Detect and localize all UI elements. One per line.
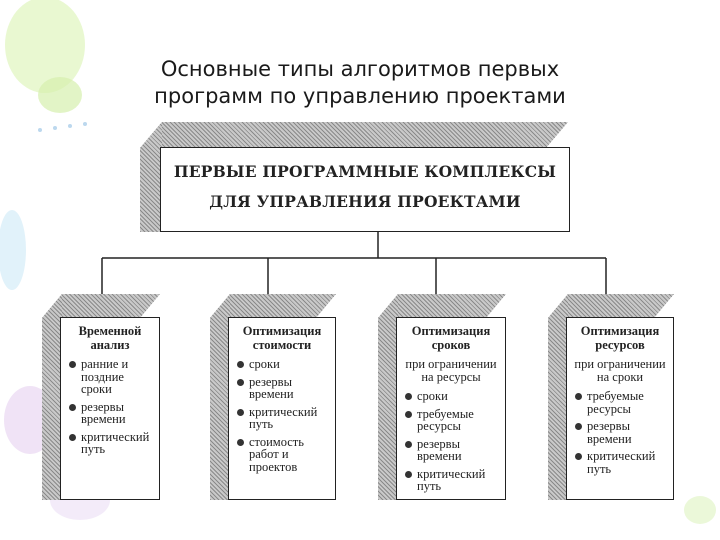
main-box-top: [140, 122, 568, 148]
column-box-front: Оптимизация сроков при ограничении на ре…: [396, 317, 506, 500]
slide-title-line-2: программ по управлению проектами: [154, 84, 566, 108]
list-item: сроки: [236, 358, 332, 371]
column-box-top: [378, 294, 506, 318]
list-item: сроки: [404, 390, 502, 403]
list-item: ранние и поздние сроки: [68, 358, 156, 396]
column-box-front: Оптимизация стоимости сроки резервы врем…: [228, 317, 336, 500]
list-item: критический путь: [574, 450, 670, 475]
column-box-top: [210, 294, 336, 318]
column-box-side: [42, 294, 62, 500]
column-item-list: сроки требуемые ресурсы резервы времени …: [400, 390, 502, 493]
column-item-list: сроки резервы времени критический путь с…: [232, 358, 332, 473]
list-item: критический путь: [236, 405, 332, 431]
list-item: критический путь: [404, 467, 502, 493]
list-item: резервы времени: [68, 400, 156, 426]
column-condition-note: при ограничении на сроки: [574, 357, 666, 384]
list-item: резервы времени: [236, 375, 332, 401]
main-box-side: [140, 122, 162, 232]
main-box-line-1: ПЕРВЫЕ ПРОГРАММНЫЕ КОМПЛЕКСЫ: [173, 162, 557, 181]
list-item: стоимость работ и проектов: [236, 435, 332, 474]
slide-title-line-1: Основные типы алгоритмов первых: [160, 57, 560, 81]
list-item: критический путь: [68, 430, 156, 456]
main-box-line-2: ДЛЯ УПРАВЛЕНИЯ ПРОЕКТАМИ: [209, 192, 521, 211]
column-item-list: ранние и поздние сроки резервы времени к…: [64, 358, 156, 456]
column-box-side: [378, 294, 398, 500]
slide-title: Основные типы алгоритмов первых программ…: [80, 56, 640, 110]
list-item: требуемые ресурсы: [404, 407, 502, 433]
column-heading: Оптимизация ресурсов: [580, 324, 660, 352]
main-box-front: ПЕРВЫЕ ПРОГРАММНЫЕ КОМПЛЕКСЫ ДЛЯ УПРАВЛЕ…: [160, 147, 570, 232]
column-box-top: [548, 294, 674, 318]
column-heading: Оптимизация сроков: [411, 324, 491, 352]
column-box-side: [548, 294, 568, 500]
column-heading: Временной анализ: [78, 324, 142, 352]
list-item: резервы времени: [574, 420, 670, 445]
column-box-front: Временной анализ ранние и поздние сроки …: [60, 317, 160, 500]
column-item-list: требуемые ресурсы резервы времени критич…: [570, 390, 670, 475]
column-box-side: [210, 294, 230, 500]
list-item: резервы времени: [404, 437, 502, 463]
column-box-front: Оптимизация ресурсов при ограничении на …: [566, 317, 674, 500]
list-item: требуемые ресурсы: [574, 390, 670, 415]
column-condition-note: при ограничении на ресурсы: [405, 357, 497, 384]
column-heading: Оптимизация стоимости: [242, 324, 322, 352]
